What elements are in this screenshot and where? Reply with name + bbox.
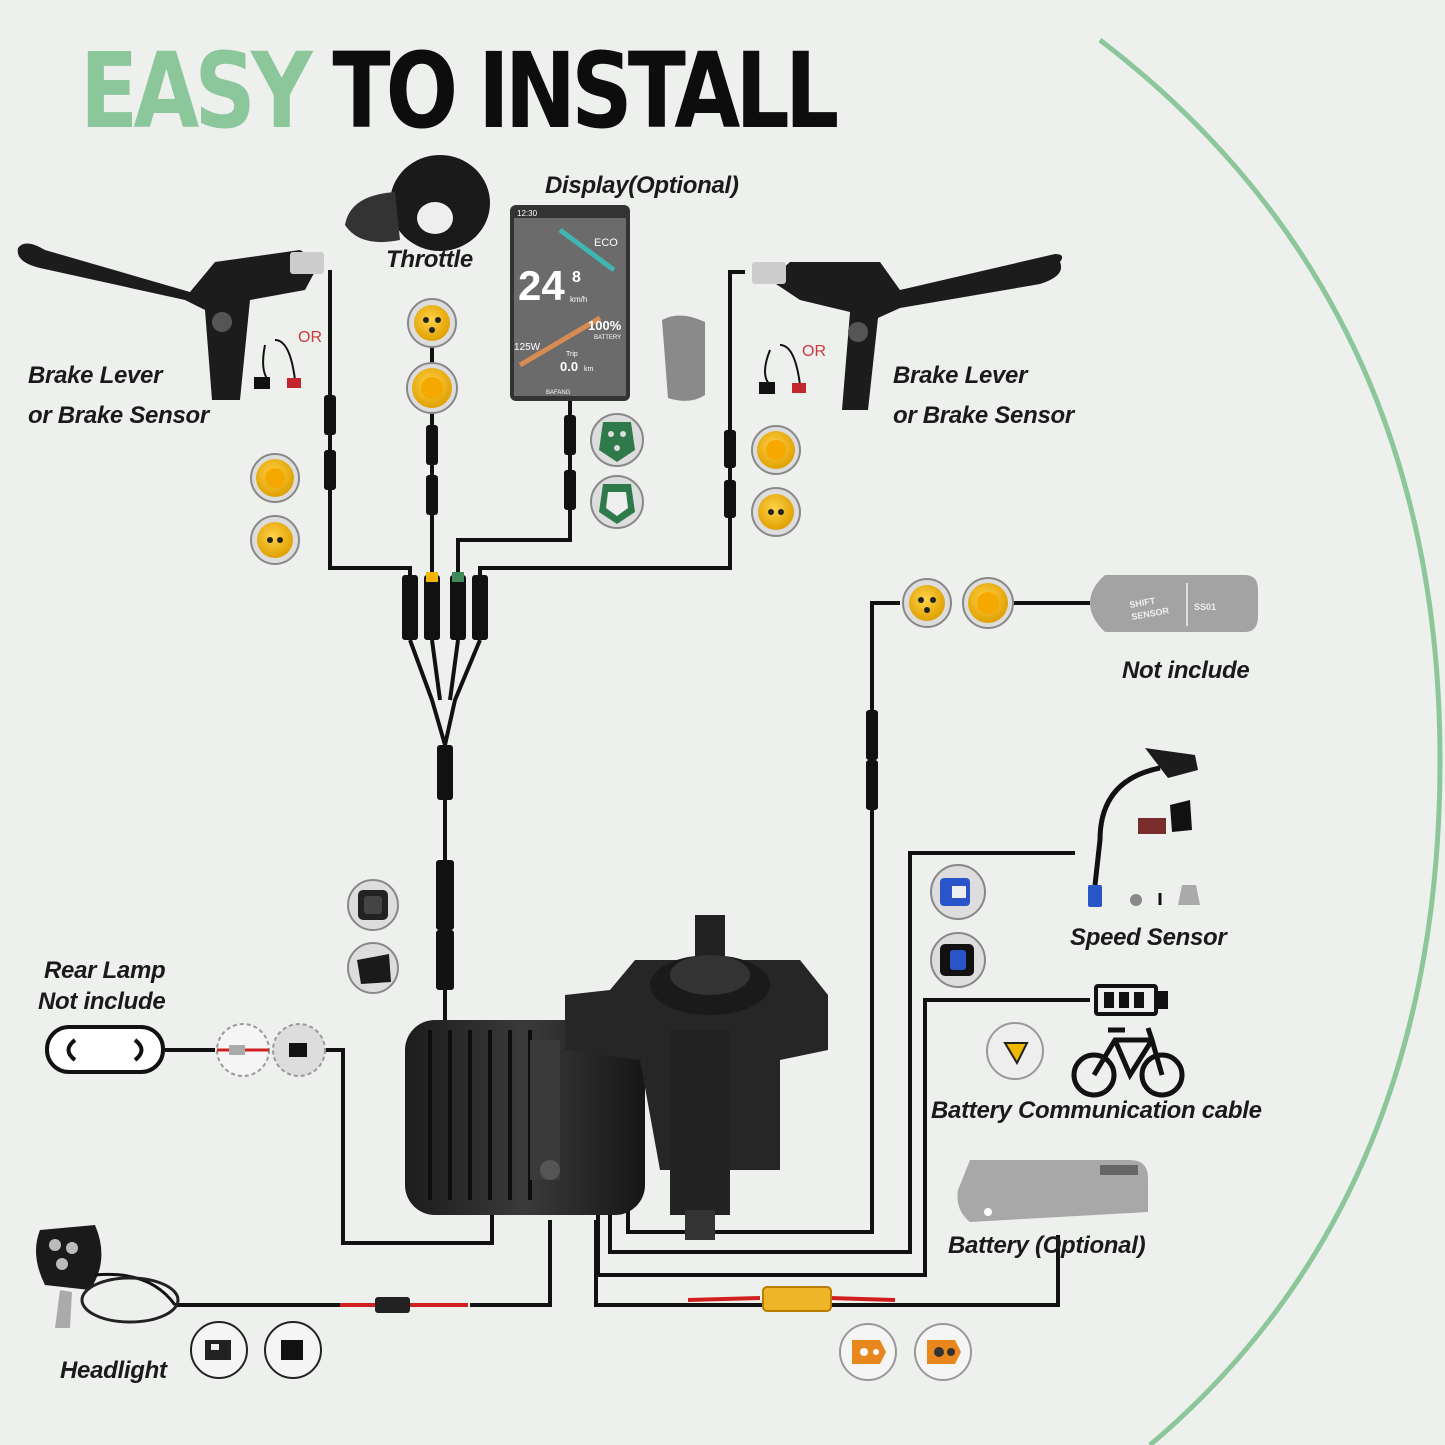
speed-connector-blue-2 (930, 932, 986, 988)
remote-icon (662, 315, 705, 401)
bicycle-icon (1071, 1027, 1185, 1098)
display-trip-unit: km (584, 366, 594, 373)
rear-lamp-icon (45, 1025, 165, 1074)
headlight-connector-2 (264, 1321, 322, 1379)
brake-right-label-1: Brake Lever (893, 362, 1028, 389)
brake-left-label-1: Brake Lever (28, 362, 163, 389)
title-part2: TO INSTALL (332, 30, 839, 152)
display-trip-value: 0.0 (560, 359, 578, 374)
brake-right-label-2: or Brake Sensor (893, 402, 1074, 429)
or-left-label: OR (298, 329, 322, 346)
headlight-label: Headlight (60, 1357, 167, 1384)
speed-sensor-label: Speed Sensor (1070, 924, 1227, 951)
headlight-connector-1 (190, 1321, 248, 1379)
brake-sensor-left-icon (254, 339, 301, 389)
brake-lever-left-icon (17, 243, 324, 400)
or-right-label: OR (802, 343, 826, 360)
motor-connector-1 (347, 879, 399, 931)
accent-arc (1098, 38, 1443, 1445)
shift-sensor-line1: SHIFT (1129, 596, 1157, 610)
xt60-inline (762, 1286, 832, 1312)
display-speed-decimal: 8 (572, 269, 581, 286)
display-brand: BAFANG (546, 390, 571, 396)
display-connector-green-2 (590, 475, 644, 529)
shift-sensor-label: Not include (1122, 657, 1250, 684)
speed-sensor-icon (1088, 748, 1200, 907)
battery-level-icon (1094, 984, 1168, 1016)
title-part1: EASY (80, 30, 313, 152)
rear-lamp-connector-2 (272, 1023, 326, 1077)
display-power: 125W (514, 342, 541, 353)
display-label: Display(Optional) (545, 172, 739, 199)
battery-pack-icon (957, 1160, 1148, 1222)
display-icon: 12:30 ECO 24 8 km/h 100% BATTERY 125W Tr… (510, 205, 630, 401)
throttle-icon (345, 155, 490, 251)
rear-lamp-label-1: Rear Lamp (44, 957, 166, 984)
brake-lever-right-icon (752, 254, 1063, 410)
headlight-inline-plug (375, 1297, 410, 1313)
xt60-female (914, 1323, 972, 1381)
display-battery-percent: 100% (588, 318, 622, 333)
display-connector-green-1 (590, 413, 644, 467)
display-speed-unit: km/h (570, 295, 587, 304)
display-speed: 24 (518, 262, 565, 309)
display-trip-label: Trip (566, 351, 578, 358)
inline-connectors (324, 395, 878, 990)
display-time: 12:30 (517, 209, 538, 218)
rear-lamp-label-2: Not include (38, 988, 166, 1015)
shift-sensor-icon: SHIFT SENSOR SS01 (1090, 575, 1258, 632)
mid-drive-motor-icon (405, 915, 828, 1240)
xt60-male (839, 1323, 897, 1381)
motor-connector-2 (347, 942, 399, 994)
yellow-connectors (250, 298, 1044, 1080)
rear-lamp-connector-1 (216, 1023, 270, 1077)
display-mode: ECO (594, 237, 618, 249)
brake-left-label-2: or Brake Sensor (28, 402, 209, 429)
headlight-icon (36, 1225, 180, 1328)
shift-sensor-model: SS01 (1194, 602, 1216, 612)
battery-comm-label: Battery Communication cable (931, 1097, 1262, 1124)
display-battery-label: BATTERY (594, 335, 621, 341)
throttle-label: Throttle (386, 246, 473, 273)
speed-connector-blue-1 (930, 864, 986, 920)
brake-sensor-right-icon (759, 344, 806, 394)
battery-label: Battery (Optional) (948, 1232, 1146, 1259)
